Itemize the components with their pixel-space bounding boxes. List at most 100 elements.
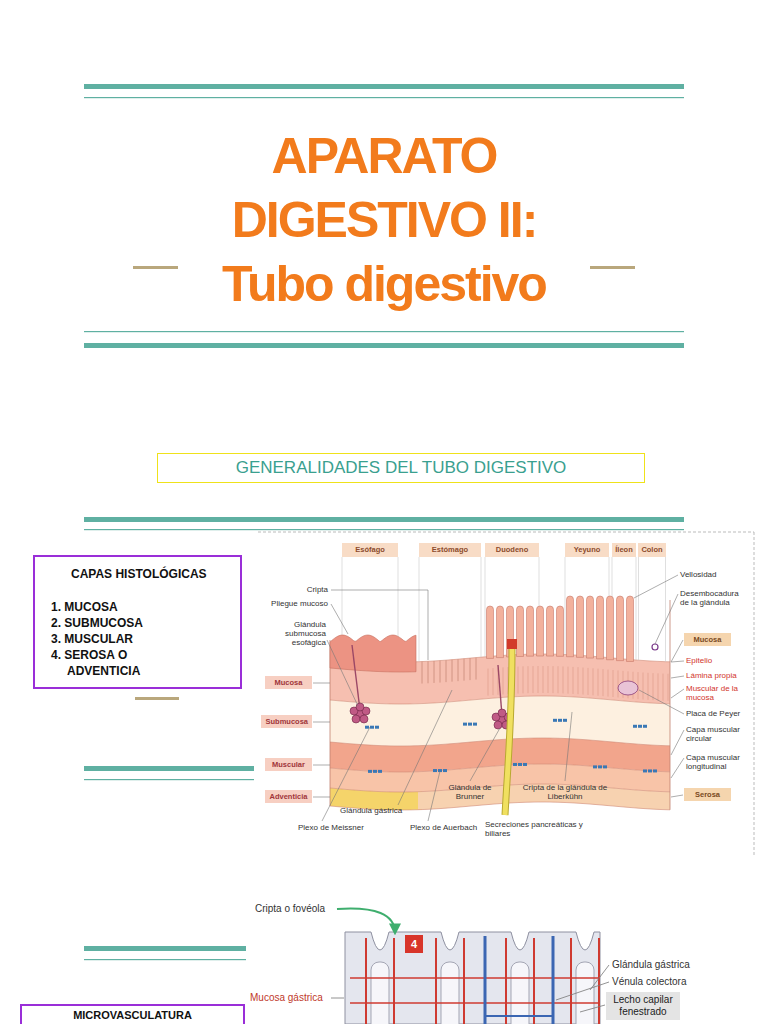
list-item: 4. SEROSA O ADVENTICIA	[51, 647, 177, 679]
intestinal-crypt	[668, 674, 669, 701]
rule-line	[84, 766, 254, 771]
leader-line	[313, 765, 330, 766]
villus	[537, 606, 544, 656]
part-label: Placa de Peyer	[686, 709, 740, 718]
part-label: Glándula gástrica	[612, 959, 690, 971]
serosa-layer	[418, 784, 670, 810]
nerve-plexus	[603, 765, 607, 768]
gastric-gland	[576, 962, 594, 1024]
intestinal-crypt	[588, 668, 589, 695]
part-label: Glándula gástrica	[340, 806, 402, 815]
rule-line	[84, 84, 684, 89]
intestinal-crypt	[558, 666, 559, 693]
intestinal-crypt	[503, 667, 504, 694]
part-label: Pliegue mucoso	[271, 599, 328, 608]
nerve-plexus	[473, 723, 477, 726]
gastric-gland	[441, 962, 459, 1024]
leader-line	[470, 728, 500, 781]
intestinal-crypt	[538, 666, 539, 693]
node-text: Mucosa	[688, 635, 727, 644]
leader-line	[565, 712, 572, 781]
leader-line	[671, 795, 683, 797]
leader-line	[313, 797, 330, 798]
rule-line	[84, 517, 684, 522]
intestinal-crypt	[528, 666, 529, 693]
layer-tag: Muscular	[265, 758, 312, 771]
nerve-plexus	[638, 725, 642, 728]
nerve-plexus	[365, 726, 369, 729]
part-label: Secreciones pancreáticas y biliares	[485, 820, 597, 838]
part-label: Lámina propia	[686, 671, 737, 680]
layer-tag: Mucosa	[684, 633, 731, 646]
layer-boundary	[330, 764, 670, 772]
slide-title: APARATO DIGESTIVO II: Tubo digestivo	[194, 124, 574, 316]
leader-line	[331, 604, 348, 634]
gland-duct	[498, 665, 502, 716]
nerve-plexus	[558, 719, 562, 722]
rule-line	[84, 331, 684, 332]
part-label: Glándula submucosa esofágica	[276, 620, 326, 648]
nerve-plexus	[443, 769, 447, 772]
figure-panel	[258, 532, 755, 855]
layer-tag: Adventicia	[265, 790, 312, 803]
gastric-pit	[434, 661, 435, 683]
intestinal-crypt	[618, 670, 619, 697]
intestinal-crypt	[578, 667, 579, 694]
leader-line	[313, 722, 330, 723]
villus	[597, 596, 604, 659]
intestinal-crypt	[533, 666, 534, 693]
region-divider	[565, 557, 566, 655]
part-label: Cripta de la glándula de Liberkühn	[519, 783, 611, 801]
leader-line	[655, 594, 678, 644]
intestinal-crypt	[663, 674, 664, 701]
intestinal-crypt	[563, 666, 564, 693]
leader-line	[634, 575, 678, 598]
nerve-plexus	[653, 769, 657, 772]
layer-tag: Submucosa	[261, 715, 312, 728]
villus	[577, 596, 584, 657]
intestinal-crypt	[598, 669, 599, 696]
intestinal-crypt	[518, 667, 519, 694]
rule-line	[84, 779, 254, 780]
panel-border	[258, 532, 754, 533]
intestinal-crypt	[568, 667, 569, 694]
region-divider	[636, 557, 637, 660]
intestinal-crypt	[573, 667, 574, 694]
list-item: 2. SUBMUCOSA	[51, 615, 177, 631]
label-box: Lecho capilar fenestrado	[606, 992, 680, 1020]
intestinal-crypt	[608, 670, 609, 697]
capillary	[463, 938, 465, 1024]
gland-duct	[352, 645, 360, 710]
part-label: Plexo de Meissner	[298, 823, 364, 832]
capillary	[393, 938, 395, 1024]
villus	[497, 606, 504, 658]
nerve-plexus	[633, 725, 637, 728]
leader-line	[671, 676, 684, 678]
part-label: Glándula de Brunner	[445, 783, 495, 801]
villus	[567, 596, 574, 657]
capillary	[570, 938, 572, 1024]
villus	[627, 596, 634, 661]
capillary	[505, 938, 507, 1024]
part-label: Cripta o fovéola	[255, 903, 325, 915]
gastric-pit	[452, 660, 453, 682]
rule-line	[84, 946, 246, 951]
leader-line	[639, 690, 684, 714]
accent-dash	[590, 266, 635, 269]
node-text: Mucosa	[269, 678, 308, 687]
nerve-plexus	[375, 726, 379, 729]
layer-boundary	[330, 784, 670, 792]
nerve-plexus	[563, 719, 567, 722]
capillary	[365, 938, 367, 1024]
part-label: Muscular de la mucosa	[686, 684, 746, 702]
node-text: CAPAS HISTOLÓGICAS	[51, 567, 228, 581]
part-label: Desembocadura de la glándula	[680, 589, 746, 607]
gastric-pit	[458, 659, 459, 681]
gastric-pit	[470, 658, 471, 680]
rule-line	[84, 959, 246, 960]
gastric-pit	[476, 658, 477, 680]
villus	[527, 606, 534, 656]
villus	[617, 596, 624, 661]
part-label: Vellosidad	[680, 570, 716, 579]
region-tab: Esófago	[342, 543, 398, 557]
